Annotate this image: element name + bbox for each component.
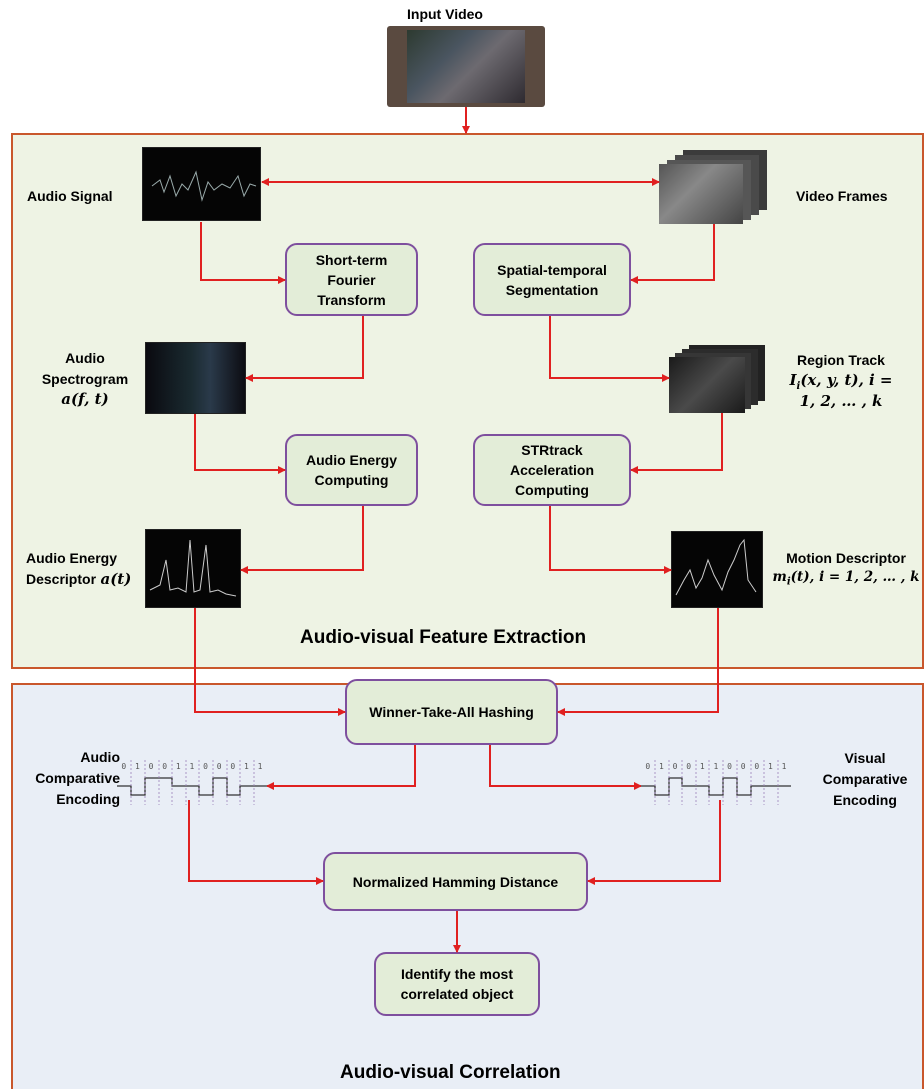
audio-energy-box: Audio Energy Computing xyxy=(285,434,418,506)
audio-signal-label: Audio Signal xyxy=(27,188,113,204)
motion-descriptor-math: mi(t), i = 1, 2, … , k xyxy=(772,569,920,588)
spectrogram-label-group: Audio Spectrogram a(f, t) xyxy=(30,348,140,408)
motion-descriptor-label: Motion Descriptor xyxy=(786,550,906,566)
motion-descriptor-plot xyxy=(671,531,763,608)
correlation-title: Audio-visual Correlation xyxy=(340,1062,561,1083)
input-video-label: Input Video xyxy=(407,6,483,22)
spectrogram-plot xyxy=(145,342,246,414)
segmentation-box: Spatial-temporal Segmentation xyxy=(473,243,631,316)
spectrogram-label: Audio Spectrogram xyxy=(41,350,129,387)
hamming-distance-box: Normalized Hamming Distance xyxy=(323,852,588,911)
stft-box: Short-term Fourier Transform xyxy=(285,243,418,316)
wta-hashing-box: Winner-Take-All Hashing xyxy=(345,679,558,745)
energy-descriptor-plot xyxy=(145,529,241,608)
video-frames-stack xyxy=(659,150,767,224)
energy-descriptor-label-line1: Audio Energy xyxy=(26,550,118,566)
energy-descriptor-label-line2: Descriptor xyxy=(26,571,97,587)
audio-encoding-label: Audio Comparative Encoding xyxy=(35,749,120,807)
input-video-filmstrip xyxy=(387,26,545,107)
video-frames-label: Video Frames xyxy=(796,188,888,204)
region-track-label: Region Track xyxy=(797,352,885,368)
energy-descriptor-math: a(t) xyxy=(100,570,132,588)
input-video-frame xyxy=(407,30,525,103)
visual-encoding-label: Visual Comparative Encoding xyxy=(822,750,908,808)
audio-signal-plot xyxy=(142,147,261,221)
region-track-math-line2: 1, 2, … , k xyxy=(799,392,883,410)
region-track-math-line1: Ii(x, y, t), i = xyxy=(789,371,893,392)
energy-descriptor-label-group: Audio Energy Descriptor a(t) xyxy=(26,548,141,590)
motion-descriptor-label-group: Motion Descriptor mi(t), i = 1, 2, … , k xyxy=(770,548,922,588)
region-track-label-group: Region Track Ii(x, y, t), i = 1, 2, … , … xyxy=(776,350,906,410)
acceleration-box: STRtrack Acceleration Computing xyxy=(473,434,631,506)
region-track-stack xyxy=(669,345,765,413)
identify-object-box: Identify the most correlated object xyxy=(374,952,540,1016)
feature-extraction-title: Audio-visual Feature Extraction xyxy=(300,627,587,648)
spectrogram-math: a(f, t) xyxy=(61,390,109,408)
